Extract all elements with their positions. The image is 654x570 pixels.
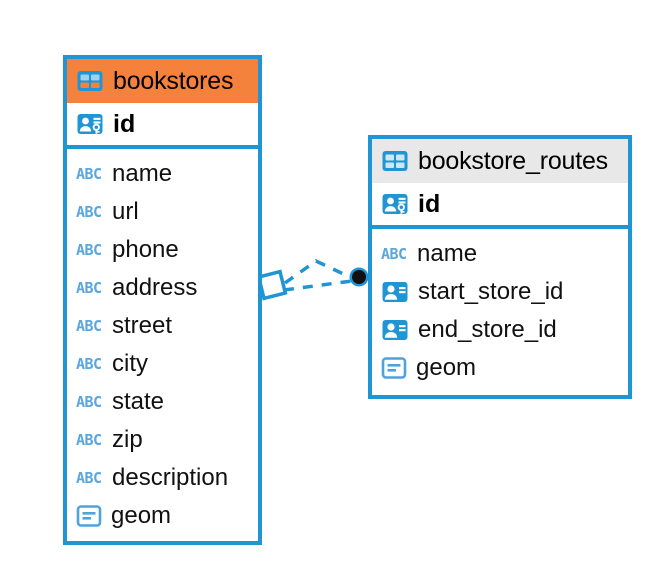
- field-label: start_store_id: [418, 278, 564, 305]
- field-label: name: [417, 240, 478, 267]
- entity-header-bookstore-routes[interactable]: bookstore_routes: [372, 139, 628, 183]
- relationship-line-upper: [283, 258, 355, 285]
- primary-key-icon: [381, 190, 409, 218]
- field-row-primary-key[interactable]: id: [67, 103, 258, 149]
- field-row-phone[interactable]: ABC phone: [67, 231, 258, 269]
- field-label: phone: [112, 236, 179, 263]
- field-label: city: [112, 350, 148, 377]
- field-row-zip[interactable]: ABC zip: [67, 421, 258, 459]
- text-abc-icon: ABC: [76, 165, 103, 183]
- field-label: zip: [112, 426, 143, 453]
- table-icon: [381, 147, 409, 175]
- entity-bookstore-routes[interactable]: bookstore_routes id ABC: [368, 135, 632, 399]
- field-row-url[interactable]: ABC url: [67, 193, 258, 231]
- field-row-geom[interactable]: geom: [372, 349, 628, 387]
- text-abc-label: ABC: [381, 245, 407, 263]
- field-label: url: [112, 198, 139, 225]
- field-label: id: [418, 189, 441, 218]
- field-label: name: [112, 160, 173, 187]
- field-label: end_store_id: [418, 316, 557, 343]
- entity-title: bookstore_routes: [418, 146, 608, 175]
- foreign-key-icon: [381, 278, 409, 306]
- text-abc-icon: ABC: [76, 469, 103, 487]
- filled-circle-endpoint: [349, 267, 369, 287]
- table-icon: [76, 67, 104, 95]
- field-row-name[interactable]: ABC name: [67, 155, 258, 193]
- field-label: address: [112, 274, 198, 301]
- text-abc-label: ABC: [76, 393, 102, 411]
- text-abc-label: ABC: [76, 203, 102, 221]
- primary-key-icon: [76, 110, 104, 138]
- field-row-street[interactable]: ABC street: [67, 307, 258, 345]
- field-row-city[interactable]: ABC city: [67, 345, 258, 383]
- field-row-primary-key[interactable]: id: [372, 183, 628, 229]
- text-abc-icon: ABC: [381, 245, 408, 263]
- field-label: street: [112, 312, 173, 339]
- geometry-icon: [381, 355, 407, 381]
- text-abc-label: ABC: [76, 469, 102, 487]
- field-list-bookstores: ABC name ABC url ABC phone ABC: [67, 149, 258, 541]
- field-label: geom: [111, 502, 172, 529]
- text-abc-label: ABC: [76, 431, 102, 449]
- text-abc-label: ABC: [76, 165, 102, 183]
- text-abc-icon: ABC: [76, 431, 103, 449]
- text-abc-icon: ABC: [76, 279, 103, 297]
- entity-title: bookstores: [113, 66, 234, 95]
- text-abc-icon: ABC: [76, 203, 103, 221]
- field-row-description[interactable]: ABC description: [67, 459, 258, 497]
- relationship-line-lower: [283, 279, 353, 292]
- geometry-icon: [76, 503, 102, 529]
- foreign-key-icon: [381, 316, 409, 344]
- text-abc-label: ABC: [76, 355, 102, 373]
- text-abc-icon: ABC: [76, 317, 103, 335]
- field-row-state[interactable]: ABC state: [67, 383, 258, 421]
- field-row-start-store-id[interactable]: start_store_id: [372, 273, 628, 311]
- entity-header-bookstores[interactable]: bookstores: [67, 59, 258, 103]
- text-abc-label: ABC: [76, 241, 102, 259]
- field-list-bookstore-routes: ABC name start_store_id: [372, 229, 628, 393]
- entity-bookstores[interactable]: bookstores id ABC: [63, 55, 262, 545]
- text-abc-label: ABC: [76, 317, 102, 335]
- text-abc-icon: ABC: [76, 355, 103, 373]
- field-row-end-store-id[interactable]: end_store_id: [372, 311, 628, 349]
- field-label: geom: [416, 354, 477, 381]
- text-abc-label: ABC: [76, 279, 102, 297]
- text-abc-icon: ABC: [76, 393, 103, 411]
- field-row-address[interactable]: ABC address: [67, 269, 258, 307]
- field-label: description: [112, 464, 229, 491]
- field-row-geom[interactable]: geom: [67, 497, 258, 535]
- field-row-name[interactable]: ABC name: [372, 235, 628, 273]
- field-label: state: [112, 388, 165, 415]
- diamond-endpoint: [256, 269, 288, 301]
- text-abc-icon: ABC: [76, 241, 103, 259]
- field-label: id: [113, 109, 136, 138]
